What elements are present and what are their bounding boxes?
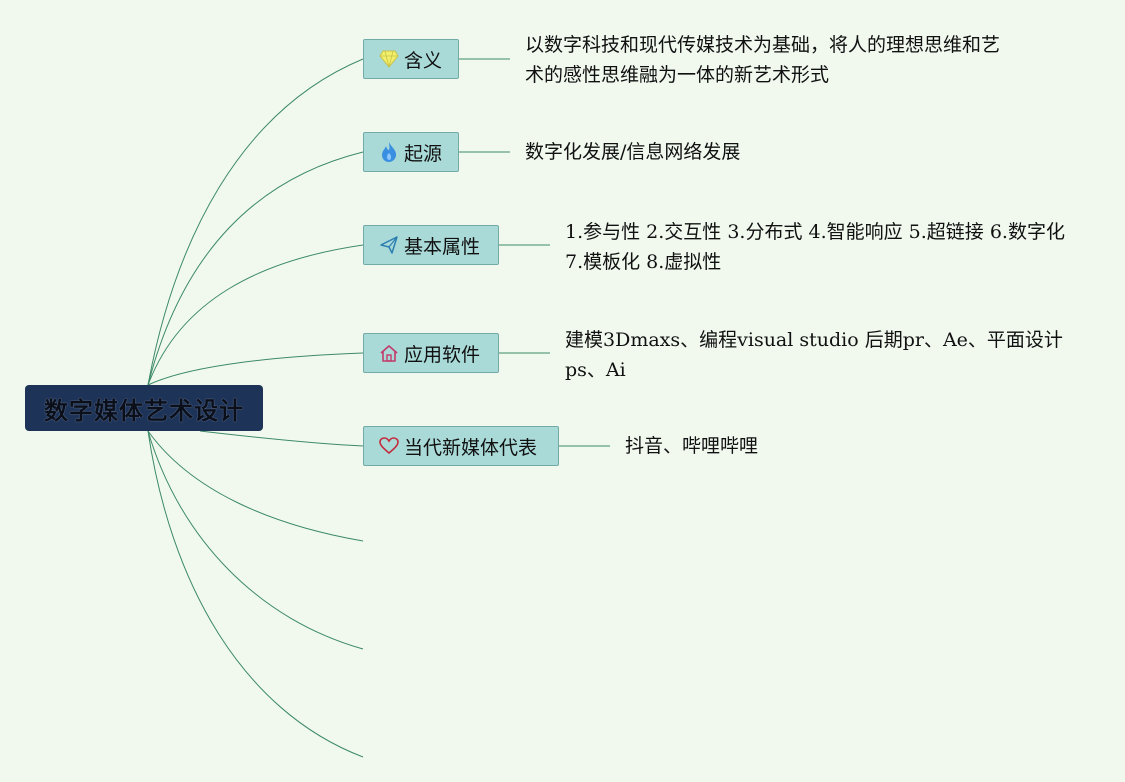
topic-description: 1.参与性 2.交互性 3.分布式 4.智能响应 5.超链接 6.数字化 7.模… [565,221,1065,273]
connector-curve [147,430,364,650]
topic-label: 应用软件 [404,343,481,366]
topic-label: 起源 [404,142,443,165]
connector-curve [147,244,364,386]
topic-label: 当代新媒体代表 [404,436,538,459]
topic-contemporary-media[interactable]: 当代新媒体代表 [363,426,559,466]
connector-curve [147,58,364,386]
paper-plane-icon [378,234,400,256]
flame-icon [378,141,400,163]
topic-description: 建模3Dmaxs、编程visual studio 后期pr、Ae、平面设计 ps… [565,329,1063,381]
heart-icon [378,435,400,457]
topic-basic-attributes[interactable]: 基本属性 [363,225,499,265]
connector-curve [147,151,364,386]
connector-curve [147,430,364,542]
connector-curve [147,352,364,386]
connector-curve [199,430,364,447]
topic-description: 以数字科技和现代传媒技术为基础，将人的理想思维和艺 术的感性思维融为一体的新艺术… [525,34,1001,86]
root-topic-label: 数字媒体艺术设计 [44,396,244,425]
diamond-icon [378,48,400,70]
topic-origin[interactable]: 起源 [363,132,459,172]
house-icon [378,342,400,364]
connector-curve [147,430,364,758]
topic-applications[interactable]: 应用软件 [363,333,499,373]
topic-description: 数字化发展/信息网络发展 [525,141,741,163]
topic-label: 基本属性 [404,235,481,258]
root-topic[interactable]: 数字媒体艺术设计 [25,385,263,431]
topic-description: 抖音、哔哩哔哩 [625,435,759,457]
topic-label: 含义 [404,49,443,72]
topic-meaning[interactable]: 含义 [363,39,459,79]
